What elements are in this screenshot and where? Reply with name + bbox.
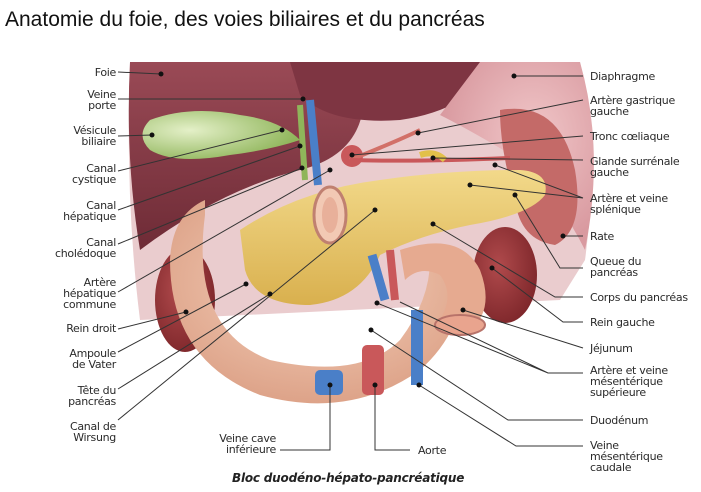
label-aorte: Aorte <box>418 444 447 457</box>
label-foie: Foie <box>94 66 117 79</box>
label-diaphragme: Diaphragme <box>590 70 655 83</box>
label-rate: Rate <box>590 230 615 243</box>
label-corps-du-pancreas: Corps du pancréas <box>590 291 688 304</box>
label-rein-gauche: Rein gauche <box>590 316 655 329</box>
page-title: Anatomie du foie, des voies biliaires et… <box>5 8 485 31</box>
figure-caption: Bloc duodéno-hépato-pancréatique <box>232 471 465 485</box>
label-tronc-coeliaque: Tronc cœliaque <box>590 130 670 143</box>
label-rein-droit: Rein droit <box>66 322 116 335</box>
label-jejunum: Jéjunum <box>590 342 633 355</box>
label-duodenum: Duodénum <box>590 414 649 427</box>
